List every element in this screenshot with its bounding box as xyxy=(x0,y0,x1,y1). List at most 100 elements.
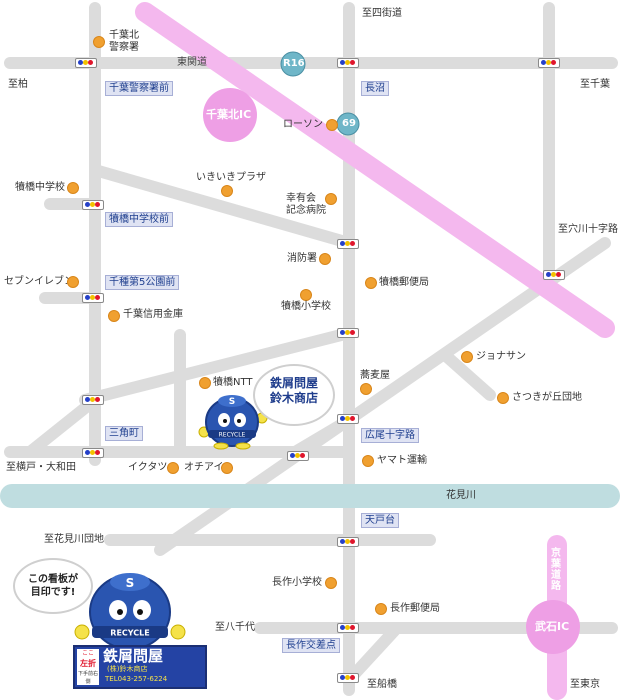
poi-marker-icon xyxy=(167,462,179,474)
poi-nagasaku-post-label: 長作郵便局 xyxy=(390,603,440,614)
poi-marker-icon xyxy=(221,462,233,474)
store-signboard: ここ 左折 下手前右側 鉄屑問屋 (株)鈴木商店 TEL043-257-6224 xyxy=(73,645,207,689)
road-diagonal-1 xyxy=(89,164,355,249)
sign-title: 鉄屑問屋 xyxy=(103,647,164,665)
poi-lawson-label: ローソン xyxy=(283,119,323,130)
traffic-light-icon xyxy=(337,414,359,424)
poi-marker-icon xyxy=(461,351,473,363)
dir-hanamigawa-danchi: 至花見川団地 xyxy=(44,534,104,545)
big-robot-recycle-label: RECYCLE xyxy=(110,629,149,638)
poi-marker-icon xyxy=(67,182,79,194)
poi-satsukigaoka-label: さつきが丘団地 xyxy=(512,392,582,403)
svg-text:S: S xyxy=(126,576,135,590)
dir-chiba: 至千葉 xyxy=(580,79,610,90)
store-bubble-line2: 鈴木商店 xyxy=(269,391,318,405)
traffic-light-icon xyxy=(337,537,359,547)
route-r16-circle xyxy=(280,51,306,77)
traffic-light-icon xyxy=(543,270,565,280)
road-hiroo xyxy=(284,414,355,461)
sign-tel: TEL043-257-6224 xyxy=(105,675,168,683)
dir-shishikaido: 至四街道 xyxy=(362,8,402,19)
recycle-robot-icon: S RECYCLE xyxy=(198,395,268,450)
road-nagasaku-diag xyxy=(343,624,401,686)
traffic-light-icon xyxy=(75,58,97,68)
poi-marker-icon xyxy=(326,119,338,131)
svg-text:S: S xyxy=(229,397,235,407)
poi-marker-icon xyxy=(199,377,211,389)
keiyo-label: 京葉道路 xyxy=(551,548,561,592)
poi-marker-icon xyxy=(300,289,312,301)
traffic-light-icon xyxy=(337,58,359,68)
dir-funabashi: 至船橋 xyxy=(367,679,397,690)
road-sankaku xyxy=(79,327,355,406)
dir-yokodo: 至横戸・大和田 xyxy=(6,462,76,473)
ic-chiba-kita-circle xyxy=(203,88,257,142)
r16-badge: R16 xyxy=(283,58,305,69)
poi-fire-label: 消防署 xyxy=(287,253,317,264)
dir-kashiwa: 至柏 xyxy=(8,79,28,90)
poi-seven-label: セブンイレブン xyxy=(4,276,74,287)
traffic-light-icon xyxy=(538,58,560,68)
poi-marker-icon xyxy=(362,455,374,467)
callout-bubble: この看板が 目印です! xyxy=(13,558,93,614)
robot-recycle-label: RECYCLE xyxy=(219,432,246,439)
poi-post-label: 犢橋郵便局 xyxy=(379,277,429,288)
intersection-naganuma: 長沼 xyxy=(361,81,389,96)
dir-yachiyo: 至八千代 xyxy=(215,622,255,633)
dir-anagawa: 至穴川十字路 xyxy=(558,224,618,235)
tokando-label: 東関道 xyxy=(177,57,207,68)
poi-marker-icon xyxy=(108,310,120,322)
callout-text: この看板が 目印です! xyxy=(28,574,78,598)
dir-tokyo: 至東京 xyxy=(570,679,600,690)
intersection-chiba-police: 千葉警察署前 xyxy=(105,81,173,96)
takeishi-ic-label: 武石IC xyxy=(535,620,570,633)
poi-ikiiki-label: いきいきプラザ xyxy=(196,172,266,183)
poi-es-label: 犢橋小学校 xyxy=(281,301,331,312)
traffic-light-icon xyxy=(337,328,359,338)
poi-ntt-label: 犢橋NTT xyxy=(213,377,253,388)
poi-yamato-label: ヤマト運輸 xyxy=(377,455,427,466)
poi-jh-label: 犢橋中学校 xyxy=(15,182,65,193)
traffic-light-icon xyxy=(337,623,359,633)
chiba-kita-ic-label: 千葉北IC xyxy=(206,108,252,121)
poi-shinkin-label: 千葉信用金庫 xyxy=(123,309,183,320)
poi-ochiai-label: オチアイ xyxy=(184,462,224,473)
poi-soba-label: 蕎麦屋 xyxy=(360,370,390,381)
intersection-sankakucho: 三角町 xyxy=(105,426,143,441)
intersection-park5: 千種第5公園前 xyxy=(105,275,180,290)
traffic-light-icon xyxy=(337,673,359,683)
poi-ikutatsu-label: イクタツ xyxy=(128,462,168,473)
intersection-nagasaku: 長作交差点 xyxy=(282,638,340,653)
poi-marker-icon xyxy=(375,603,387,615)
intersection-tsunohashi-jh: 犢橋中学校前 xyxy=(105,212,173,227)
poi-marker-icon xyxy=(325,193,337,205)
sign-left-bot: 下手前右側 xyxy=(77,671,98,685)
traffic-light-icon xyxy=(82,200,104,210)
sign-left-panel: ここ 左折 下手前右側 xyxy=(77,649,99,685)
r69-badge: 69 xyxy=(342,118,356,129)
poi-koyukai-label: 幸有会 記念病院 xyxy=(286,193,326,216)
store-bubble: 鉄屑問屋 鈴木商店 xyxy=(253,364,335,426)
poi-marker-icon xyxy=(360,383,372,395)
sign-company: (株)鈴木商店 xyxy=(107,665,148,673)
poi-marker-icon xyxy=(67,276,79,288)
poi-police-label: 千葉北 警察署 xyxy=(109,30,139,53)
poi-marker-icon xyxy=(319,253,331,265)
road-left-diag xyxy=(24,394,101,458)
river-label: 花見川 xyxy=(446,490,476,501)
sign-left-top: ここ xyxy=(81,650,94,657)
traffic-light-icon xyxy=(82,293,104,303)
poi-marker-icon xyxy=(93,36,105,48)
traffic-light-icon xyxy=(287,451,309,461)
big-recycle-robot-icon: S RECYCLE xyxy=(74,573,186,650)
ic-takeishi-circle xyxy=(526,600,580,654)
poi-nagasaku-es-label: 長作小学校 xyxy=(272,577,322,588)
store-bubble-line1: 鉄屑問屋 xyxy=(269,376,318,390)
traffic-light-icon xyxy=(337,239,359,249)
poi-jonathan-label: ジョナサン xyxy=(476,351,526,362)
intersection-hiroo: 広尾十字路 xyxy=(361,428,419,443)
intersection-amatodai: 天戸台 xyxy=(361,513,399,528)
traffic-light-icon xyxy=(82,448,104,458)
poi-marker-icon xyxy=(497,392,509,404)
